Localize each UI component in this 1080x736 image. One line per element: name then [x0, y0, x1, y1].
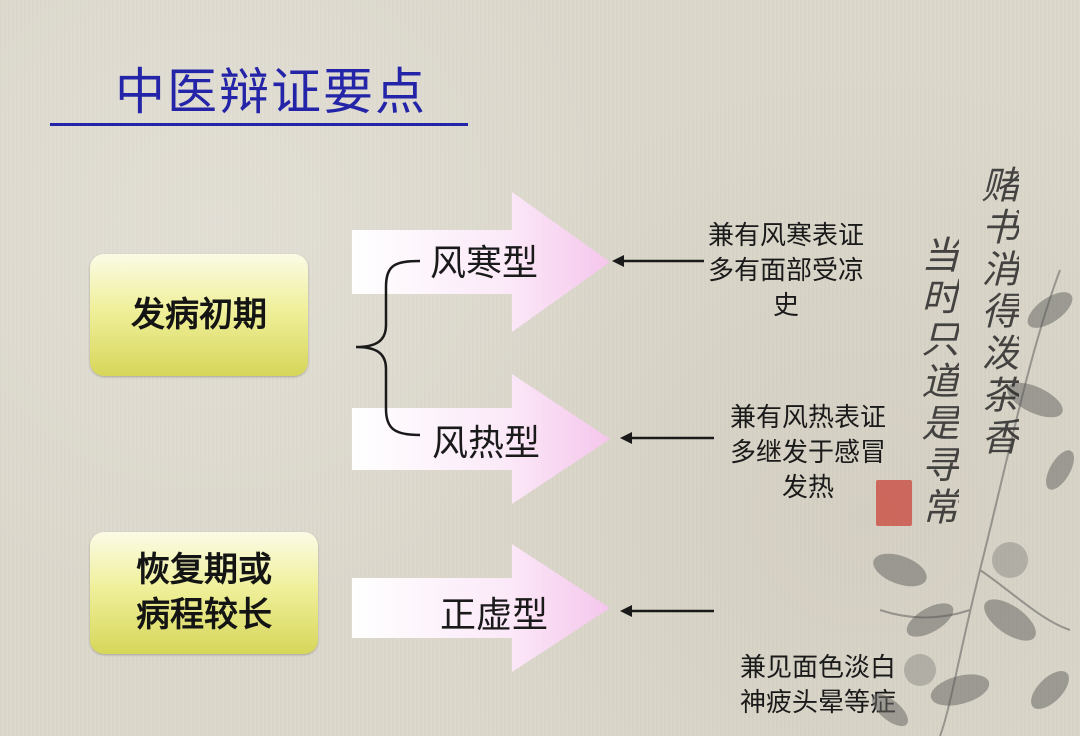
type-label-wind-heat: 风热型: [432, 414, 540, 466]
type-label-wind-cold: 风寒型: [430, 234, 538, 286]
stage-label-onset: 发病初期: [131, 293, 267, 338]
page-title: 中医辩证要点: [115, 62, 427, 122]
callout-arrow-2: [620, 428, 716, 448]
calligraphy-decoration: 当时只道是寻常 赌书消得泼茶香: [860, 150, 1080, 736]
type-label-deficiency: 正虚型: [440, 586, 548, 638]
note-wind-cold-line2: 多有面部受凉: [708, 254, 864, 289]
stage-label-recovery-line1: 恢复期或: [136, 548, 272, 593]
calligraphy-column-right: 赌书消得泼茶香: [970, 165, 1025, 459]
stage-box-recovery: 恢复期或 病程较长: [90, 532, 318, 654]
red-seal-icon: [876, 480, 912, 526]
note-wind-cold-line3: 史: [708, 289, 864, 324]
curly-brace: [350, 255, 430, 440]
stage-label-recovery-line2: 病程较长: [136, 593, 272, 638]
note-wind-cold: 兼有风寒表证 多有面部受凉 史: [708, 219, 864, 324]
stage-box-onset: 发病初期: [90, 254, 308, 376]
note-wind-cold-line1: 兼有风寒表证: [708, 219, 864, 254]
callout-arrow-3: [620, 601, 716, 621]
title-underline: [50, 123, 468, 126]
callout-arrow-1: [612, 251, 706, 271]
calligraphy-column-left: 当时只道是寻常: [910, 235, 965, 529]
